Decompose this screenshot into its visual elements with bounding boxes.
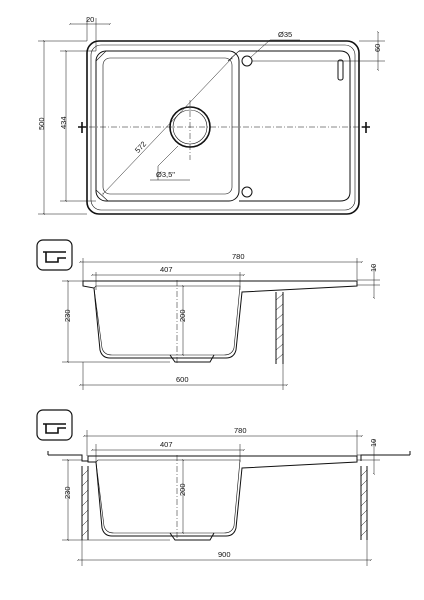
dim-230-a: 230 <box>63 309 72 322</box>
dim-780-a: 780 <box>232 252 245 261</box>
drain-fitting <box>169 354 215 363</box>
dim-60: 60 <box>373 44 382 52</box>
drainboard-outline <box>239 50 351 202</box>
top-view: 572 Ø3,5" Ø35 20 60 500 434 <box>37 15 385 216</box>
sink-outline <box>86 40 360 215</box>
dim-407-b: 407 <box>160 440 173 449</box>
dim-tap-hole: Ø35 <box>278 30 292 39</box>
overmount-install-icon <box>36 239 73 271</box>
worktop-top-right <box>360 454 410 461</box>
dim-diagonal <box>102 56 233 196</box>
dim-10-b: 10 <box>369 439 378 447</box>
section-marker-right <box>362 122 370 133</box>
drainboard-slot <box>337 59 344 81</box>
worktop-top-left <box>48 454 88 462</box>
worktop-hatch-right-2 <box>360 466 368 540</box>
dim-rim: 20 <box>86 15 94 24</box>
dim-407-a: 407 <box>160 265 173 274</box>
tap-hole <box>241 55 253 67</box>
dim-230-b: 230 <box>63 486 72 499</box>
sink-section-outline-2 <box>87 455 358 537</box>
dim-drain-size: Ø3,5" <box>156 170 175 179</box>
dim-600: 600 <box>176 375 189 384</box>
dim-10-a: 10 <box>369 264 378 272</box>
sink-section-inner-2 <box>95 459 241 534</box>
undermount-install-icon <box>36 409 73 441</box>
sink-section-outline <box>82 280 358 359</box>
dim-434: 434 <box>59 116 68 129</box>
section-view-1: 780 407 10 200 230 <box>36 239 380 390</box>
section-marker-left <box>78 122 86 133</box>
dim-500: 500 <box>37 117 46 130</box>
sink-section-inner <box>93 285 241 356</box>
overflow-hole <box>241 186 253 198</box>
dim-900: 900 <box>218 550 231 559</box>
sink-inner-rim <box>90 44 356 211</box>
dim-200-a: 200 <box>178 309 187 322</box>
dim-780-b: 780 <box>234 426 247 435</box>
worktop-hatch-left <box>81 466 89 540</box>
dim-200-b: 200 <box>178 483 187 496</box>
worktop-hatch-right <box>275 292 284 364</box>
section-view-2: 780 407 10 200 <box>36 409 411 566</box>
dim-572: 572 <box>133 140 148 155</box>
drain-fitting-2 <box>169 532 215 541</box>
